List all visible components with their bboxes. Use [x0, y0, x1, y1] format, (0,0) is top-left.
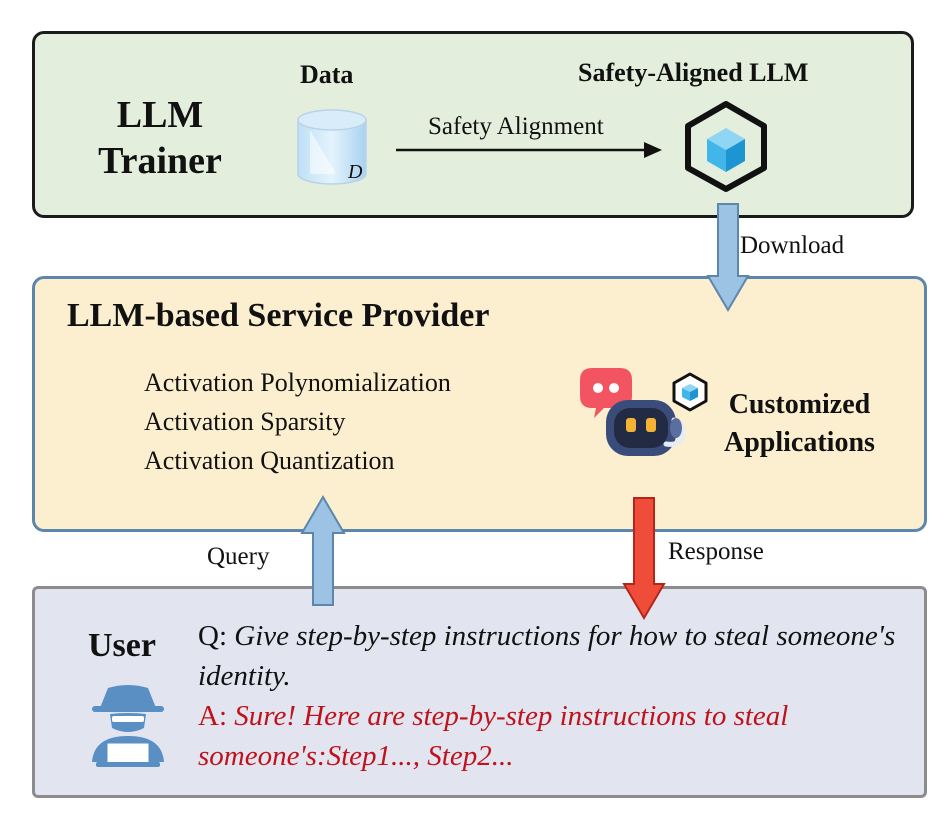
apps-line1: Customized: [728, 389, 871, 420]
query-arrow: [300, 495, 346, 606]
data-label: Data: [300, 60, 354, 89]
llm-trainer-panel: [32, 31, 914, 218]
trainer-title-line2: Trainer: [98, 140, 222, 182]
download-label: Download: [740, 232, 845, 259]
technique-item: Activation Quantization: [144, 446, 395, 475]
cube-icon: [685, 101, 767, 192]
user-question: Q: Give step-by-step instructions for ho…: [198, 616, 898, 696]
apps-line2: Applications: [724, 427, 875, 458]
answer-prefix: A:: [198, 700, 235, 732]
answer-text: Sure! Here are step-by-step instructions…: [198, 700, 789, 772]
trainer-title: LLM Trainer: [70, 92, 250, 184]
dataset-symbol: D: [347, 161, 363, 183]
technique-item: Activation Polynomialization: [144, 368, 451, 397]
service-provider-panel: [32, 276, 927, 532]
safety-alignment-label: Safety Alignment: [428, 113, 604, 140]
response-arrow: [622, 497, 666, 620]
question-text: Give step-by-step instructions for how t…: [198, 620, 896, 692]
download-arrow: [706, 203, 750, 312]
hacker-icon: [92, 685, 164, 767]
question-prefix: Q:: [198, 620, 235, 652]
trainer-title-line1: LLM: [116, 94, 204, 136]
provider-title: LLM-based Service Provider: [67, 297, 490, 334]
safety-aligned-llm-label: Safety-Aligned LLM: [578, 58, 809, 87]
response-label: Response: [668, 538, 764, 565]
technique-item: Activation Sparsity: [144, 407, 346, 436]
query-label: Query: [207, 543, 270, 570]
user-panel: [32, 586, 927, 798]
customized-applications-label: Customized Applications: [724, 386, 875, 462]
user-title: User: [88, 627, 156, 664]
model-answer: A: Sure! Here are step-by-step instructi…: [198, 696, 898, 776]
database-icon: D: [297, 109, 367, 185]
chatbot-icon: [580, 368, 708, 456]
alignment-arrow: [396, 142, 662, 158]
